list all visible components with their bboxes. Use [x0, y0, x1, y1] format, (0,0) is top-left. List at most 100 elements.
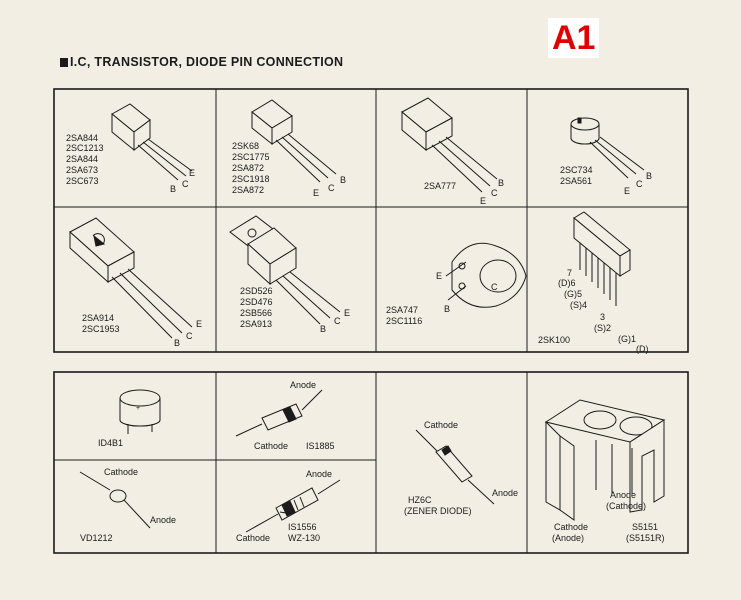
- bridge-rectifier-icon: +: [119, 389, 161, 434]
- pin-collector: C: [636, 179, 643, 189]
- title-text: I.C, TRANSISTOR, DIODE PIN CONNECTION: [70, 55, 344, 69]
- pin-collector: C: [491, 188, 498, 198]
- part-number: 2SD526: [240, 286, 273, 296]
- pin-base: B: [170, 184, 176, 194]
- pin-base: B: [498, 178, 504, 188]
- diode-cell-is1556: Anode IS1556 Cathode WZ-130: [236, 469, 341, 543]
- pin-label: 7: [567, 268, 572, 278]
- pin-label: 3: [600, 312, 605, 322]
- transistor-cell-8: 7 (D)6 (G)5 (S)4 3 (S)2 (G)1 (D) 2SK100: [538, 211, 649, 354]
- part-number: 2SK68: [232, 141, 259, 151]
- part-number: 2SA872: [232, 185, 264, 195]
- zener-diode-icon: [415, 429, 495, 505]
- part-number: IS1556: [288, 522, 317, 532]
- part-number: 2SA913: [240, 319, 272, 329]
- transistor-cell-1: 2SA844 2SC1213 2SA844 2SA673 2SC673 E C …: [66, 103, 195, 194]
- part-number: 2SA844: [66, 133, 98, 143]
- part-note: (ZENER DIODE): [404, 506, 472, 516]
- to220-package-icon: [229, 215, 341, 325]
- square-bullet-icon: [60, 58, 68, 67]
- metal-can-package-icon: [570, 117, 645, 179]
- anode-label: Anode: [150, 515, 176, 525]
- part-number: WZ-130: [288, 533, 320, 543]
- part-number: 2SA673: [66, 165, 98, 175]
- part-number: 2SA777: [424, 181, 456, 191]
- part-number: S5151: [632, 522, 658, 532]
- transistor-table: [53, 88, 689, 353]
- cathode-label: Cathode: [424, 420, 458, 430]
- pin-label: (S)4: [570, 300, 587, 310]
- to126-package-icon: [401, 97, 498, 193]
- pin-base: B: [646, 171, 652, 181]
- axial-diode-icon: [235, 389, 323, 437]
- anode-label: Anode: [290, 380, 316, 390]
- part-number: 2SC1918: [232, 174, 270, 184]
- anode-label: Anode: [306, 469, 332, 479]
- pin-emitter: E: [344, 308, 350, 318]
- dual-diode-heatsink-icon: [544, 399, 666, 521]
- pin-emitter: E: [436, 271, 442, 281]
- pin-label: (S)2: [594, 323, 611, 333]
- transistor-cell-4: 2SC734 2SA561 E C B: [560, 117, 652, 196]
- part-number: 2SK100: [538, 335, 570, 345]
- svg-text:+: +: [136, 405, 140, 412]
- glass-diode-icon: [245, 479, 341, 533]
- to92-package-icon: [111, 103, 193, 181]
- diode-cell-s5151: Anode (Cathode) Cathode (Anode) S5151 (S…: [544, 399, 666, 543]
- pin-label: (D): [636, 344, 649, 354]
- part-number: 2SA914: [82, 313, 114, 323]
- to3-package-icon: [445, 242, 527, 308]
- part-number: 2SC1953: [82, 324, 120, 334]
- cathode-label: Cathode: [554, 522, 588, 532]
- pin-emitter: E: [189, 168, 195, 178]
- part-number-alt: (S5151R): [626, 533, 665, 543]
- part-number: 2SA747: [386, 305, 418, 315]
- part-number: 2SB566: [240, 308, 272, 318]
- pin-base: B: [320, 324, 326, 334]
- transistor-cell-5: 2SA914 2SC1953 E C B: [69, 217, 202, 348]
- anode-label: Anode: [492, 488, 518, 498]
- transistor-cell-2: 2SK68 2SC1775 2SA872 2SC1918 2SA872 E C …: [232, 99, 346, 198]
- pin-collector: C: [334, 316, 341, 326]
- part-number: 2SA844: [66, 154, 98, 164]
- pin-collector: C: [491, 282, 498, 292]
- pin-emitter: E: [480, 196, 486, 206]
- page-title: I.C, TRANSISTOR, DIODE PIN CONNECTION: [60, 55, 343, 69]
- pin-base: B: [444, 304, 450, 314]
- part-number: 2SC734: [560, 165, 593, 175]
- part-number: HZ6C: [408, 495, 432, 505]
- pin-collector: C: [328, 183, 335, 193]
- flat-package-icon: [69, 217, 193, 339]
- cathode-label: Cathode: [236, 533, 270, 543]
- part-number: 2SA872: [232, 163, 264, 173]
- anode-label: Anode: [610, 490, 636, 500]
- pin-label: (G)1: [618, 334, 636, 344]
- transistor-cell-6: 2SD526 2SD476 2SB566 2SA913 E C B: [229, 215, 350, 334]
- part-number: 2SC1213: [66, 143, 104, 153]
- part-number: VD1212: [80, 533, 113, 543]
- pin-emitter: E: [313, 188, 319, 198]
- cathode-label: Cathode: [104, 467, 138, 477]
- part-number: 2SC673: [66, 176, 99, 186]
- cathode-alt-label: (Cathode): [606, 501, 646, 511]
- pin-collector: C: [186, 331, 193, 341]
- diode-table: [53, 371, 689, 554]
- diode-cell-is1885: Anode Cathode IS1885: [235, 380, 335, 451]
- pin-emitter: E: [624, 186, 630, 196]
- transistor-cell-3: 2SA777 E C B: [401, 97, 504, 206]
- anode-alt-label: (Anode): [552, 533, 584, 543]
- part-number: 2SA561: [560, 176, 592, 186]
- diode-cell-hz6c: Cathode Anode HZ6C (ZENER DIODE): [404, 420, 518, 516]
- pin-label: (D)6: [558, 278, 576, 288]
- diode-cell-vd1212: Cathode Anode VD1212: [79, 467, 176, 543]
- pin-emitter: E: [196, 319, 202, 329]
- to92l-package-icon: [251, 99, 337, 183]
- page-badge: A1: [548, 18, 600, 58]
- part-number: 2SC1116: [386, 316, 422, 326]
- cathode-label: Cathode: [254, 441, 288, 451]
- part-number: 2SC1775: [232, 152, 270, 162]
- part-number: IS1885: [306, 441, 335, 451]
- disc-diode-icon: [79, 471, 151, 529]
- diode-cell-id4b1: + ID4B1: [98, 389, 161, 448]
